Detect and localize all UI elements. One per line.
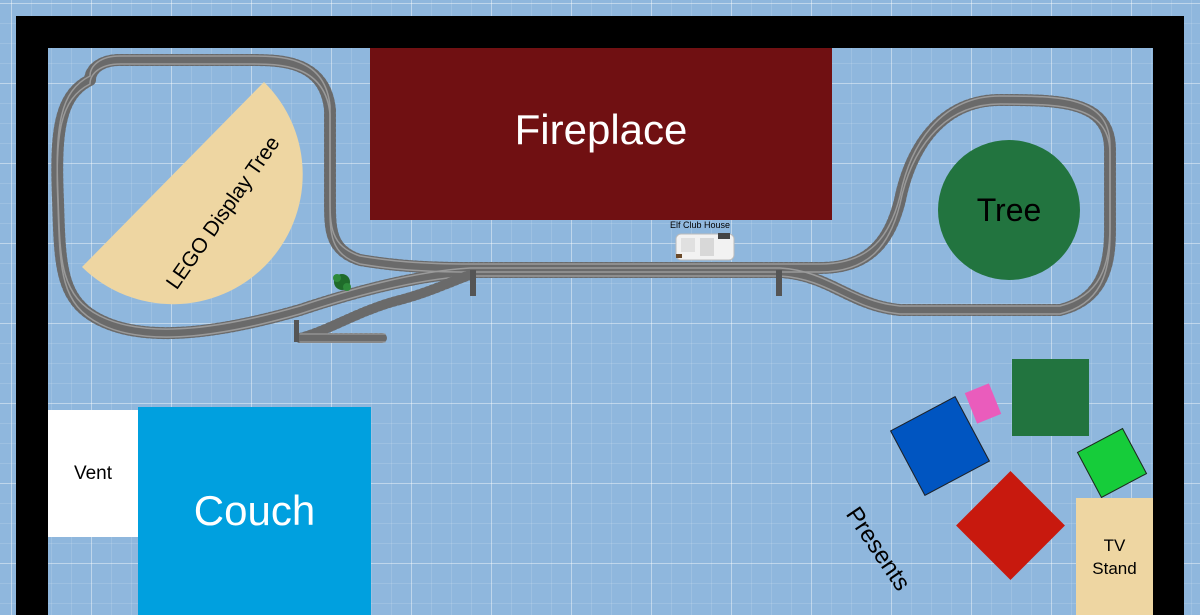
tv-stand-label: TV Stand: [1092, 534, 1136, 580]
couch: Couch: [138, 407, 371, 615]
wall-left: [16, 16, 48, 615]
couch-label: Couch: [193, 487, 316, 534]
tv-stand-label-line2: Stand: [1092, 558, 1137, 578]
track-main-loop: [51, 54, 1116, 340]
vent-label: Vent: [73, 462, 113, 484]
tv-stand: TV Stand: [1076, 498, 1153, 615]
track-siding: [295, 270, 475, 343]
elf-club-house-icon: [675, 233, 735, 261]
tree: Tree: [938, 140, 1080, 280]
fireplace-label: Fireplace: [514, 106, 688, 153]
track-switch-right: [776, 270, 782, 296]
track-switch-middle: [470, 270, 476, 296]
elf-club-house-label: Elf Club House: [670, 220, 731, 230]
tree-label: Tree: [976, 191, 1042, 228]
wall-top: [16, 16, 1184, 48]
fireplace: Fireplace: [370, 48, 832, 220]
wall-right: [1153, 16, 1184, 615]
present-dark-green: [1012, 359, 1089, 436]
tv-stand-label-line1: TV: [1103, 535, 1126, 555]
bush-icon: [333, 274, 351, 291]
vent: Vent: [48, 410, 138, 537]
track-switch-left: [294, 320, 299, 342]
